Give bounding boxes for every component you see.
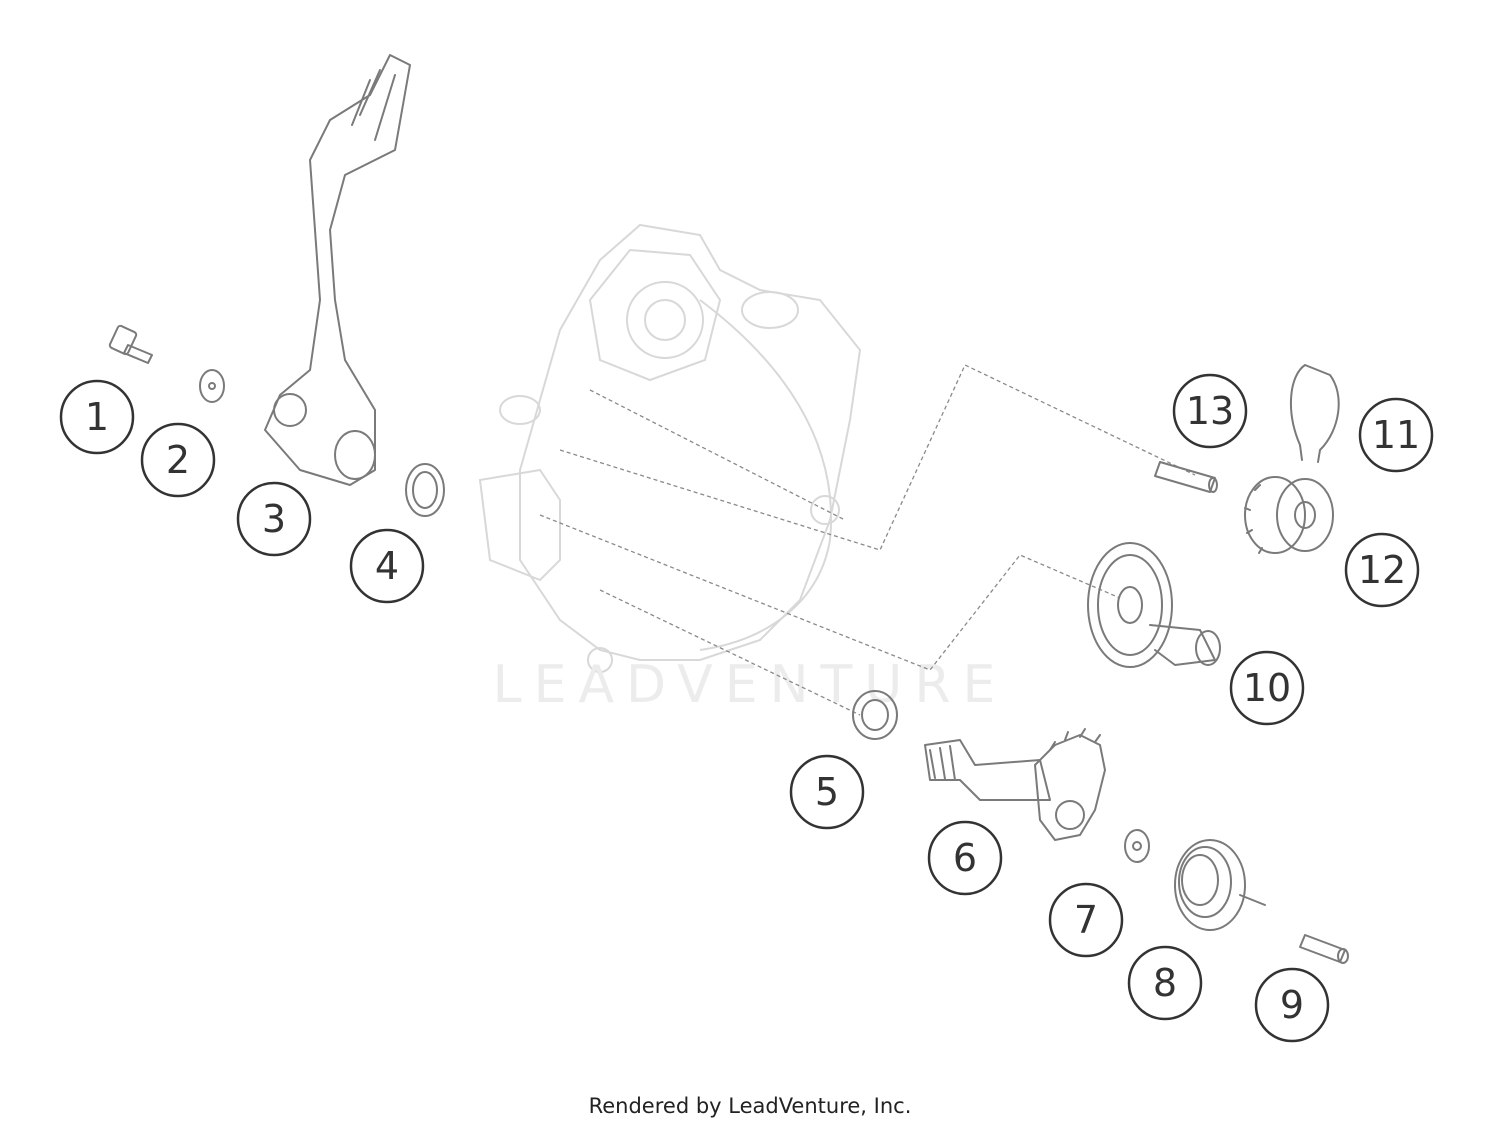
callout-label: 11 — [1372, 413, 1420, 457]
callout-label: 3 — [262, 497, 286, 541]
small-gear-part — [1244, 476, 1334, 554]
callout-7: 7 — [1048, 882, 1124, 958]
callout-5: 5 — [789, 754, 865, 830]
callout-13: 13 — [1172, 373, 1248, 449]
bolt-part — [108, 324, 153, 364]
callout-label: 10 — [1243, 666, 1291, 710]
housing-cover — [478, 223, 862, 673]
callout-11: 11 — [1358, 397, 1434, 473]
callout-label: 7 — [1074, 898, 1098, 942]
callout-label: 12 — [1358, 548, 1406, 592]
callout-label: 8 — [1153, 961, 1177, 1005]
callout-3: 3 — [236, 481, 312, 557]
callout-label: 4 — [375, 544, 399, 588]
callout-label: 1 — [85, 395, 109, 439]
callout-2: 2 — [140, 422, 216, 498]
intermediate-gear-part — [1087, 542, 1221, 668]
kick-shaft-part — [924, 728, 1106, 841]
kick-lever-part — [264, 54, 411, 486]
callout-8: 8 — [1127, 945, 1203, 1021]
callout-label: 6 — [953, 836, 977, 880]
seal-ring-part — [405, 463, 445, 517]
pin-part — [1154, 461, 1218, 493]
small-washer-part — [1124, 829, 1150, 863]
footer-credit: Rendered by LeadVenture, Inc. — [588, 1094, 912, 1118]
callout-10: 10 — [1229, 650, 1305, 726]
callout-label: 13 — [1186, 389, 1234, 433]
spacer-washer-part — [852, 690, 898, 740]
callout-label: 5 — [815, 770, 839, 814]
callout-1: 1 — [59, 379, 135, 455]
dowel-pin-part — [1299, 934, 1349, 964]
leader-lines — [539, 364, 1196, 716]
watermark: LEADVENTURE — [493, 655, 1008, 715]
washer-part — [199, 369, 225, 403]
retaining-clip-part — [1289, 364, 1340, 463]
callout-label: 2 — [166, 438, 190, 482]
callout-4: 4 — [349, 528, 425, 604]
torsion-spring-part — [1174, 839, 1266, 931]
callout-12: 12 — [1344, 532, 1420, 608]
callout-6: 6 — [927, 820, 1003, 896]
callout-label: 9 — [1280, 983, 1304, 1027]
callout-9: 9 — [1254, 967, 1330, 1043]
